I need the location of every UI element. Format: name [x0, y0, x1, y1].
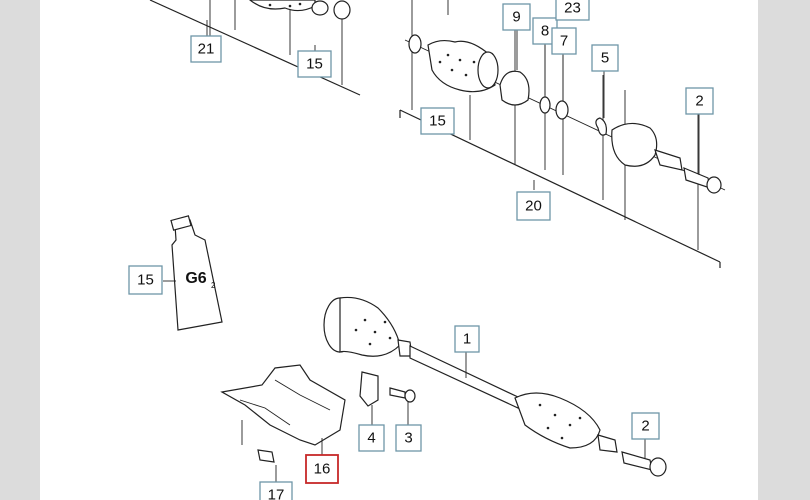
callout-21[interactable]: 21	[190, 35, 222, 63]
callout-23[interactable]: 23	[555, 0, 590, 21]
callout-15-top-left[interactable]: 15	[297, 50, 332, 78]
callout-2-top[interactable]: 2	[685, 87, 714, 115]
callout-17[interactable]: 17	[259, 481, 293, 500]
callout-5[interactable]: 5	[591, 44, 619, 72]
viewer-margin-left	[0, 0, 40, 500]
callout-label: 20	[525, 198, 542, 215]
top-left-assembly	[149, 0, 361, 96]
callout-label: 23	[564, 0, 581, 17]
callout-7[interactable]: 7	[551, 27, 577, 55]
viewer-margin-right	[758, 0, 810, 500]
callout-label: 15	[429, 113, 446, 130]
heat-shield	[220, 364, 346, 463]
callout-15-grease[interactable]: 15	[128, 265, 163, 295]
drive-shaft-assembly	[323, 296, 667, 477]
callout-label: 21	[198, 41, 215, 58]
leader-lines	[163, 20, 700, 482]
grease-label-subscript: 2	[211, 281, 216, 290]
callout-label: 2	[641, 418, 649, 435]
callout-label: 5	[601, 50, 609, 67]
callout-3[interactable]: 3	[395, 424, 422, 452]
callout-label: 16	[314, 461, 331, 478]
callout-1[interactable]: 1	[454, 325, 480, 353]
callout-label: 15	[137, 272, 154, 289]
callout-label: 3	[404, 430, 412, 447]
callout-label: 9	[512, 9, 520, 26]
top-right-assembly	[399, 0, 726, 268]
callout-label: 17	[268, 487, 285, 500]
callout-16[interactable]: 16	[305, 454, 339, 484]
callout-2-bottom[interactable]: 2	[631, 412, 660, 440]
callout-label: 2	[695, 93, 703, 110]
callout-label: 8	[541, 23, 549, 40]
callout-9[interactable]: 9	[502, 3, 531, 31]
callout-label: 7	[560, 33, 568, 50]
callout-label: 4	[367, 430, 375, 447]
callout-15-top-right[interactable]: 15	[420, 107, 455, 135]
callout-4[interactable]: 4	[358, 424, 385, 452]
callout-label: 1	[463, 331, 471, 348]
callout-20[interactable]: 20	[516, 191, 551, 221]
callout-label: 15	[306, 56, 323, 73]
grease-label: G6	[185, 270, 206, 287]
grease-tube: G6 2	[170, 215, 223, 331]
